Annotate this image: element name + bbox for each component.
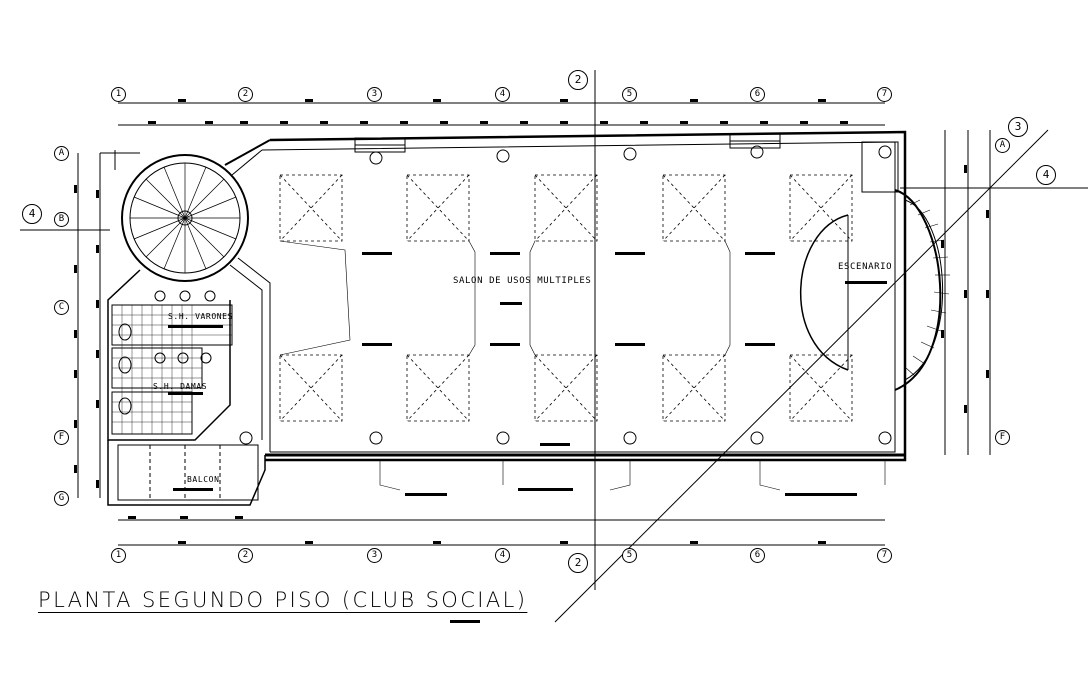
grid-col-3-bottom: 3 (367, 548, 382, 563)
grid-row-a-left: A (54, 146, 69, 161)
grid-col-2-bottom: 2 (238, 548, 253, 563)
grid-col-1-bottom: 1 (111, 548, 126, 563)
grid-col-5-bottom: 5 (622, 548, 637, 563)
grid-col-6-top: 6 (750, 87, 765, 102)
grid-col-1-top: 1 (111, 87, 126, 102)
room-label-salon: SALON DE USOS MULTIPLES (453, 276, 592, 286)
room-label-damas: S.H. DAMAS (153, 382, 208, 391)
grid-col-6-bottom: 6 (750, 548, 765, 563)
grid-row-g-left: G (54, 491, 69, 506)
grid-row-c-left: C (54, 300, 69, 315)
grid-col-2-top: 2 (238, 87, 253, 102)
grid-col-4-bottom: 4 (495, 548, 510, 563)
grid-col-4-top: 4 (495, 87, 510, 102)
grid-row-a-right: A (995, 138, 1010, 153)
grid-row-f-right: F (995, 430, 1010, 445)
section-marker-corner: 3 (1008, 117, 1028, 137)
room-label-escenario: ESCENARIO (838, 262, 893, 272)
grid-col-7-top: 7 (877, 87, 892, 102)
grid-col-7-bottom: 7 (877, 548, 892, 563)
grid-row-b-left: B (54, 212, 69, 227)
section-marker-bottom: 2 (568, 553, 588, 573)
room-label-varones: S.H. VARONES (168, 312, 233, 321)
grid-col-3-top: 3 (367, 87, 382, 102)
section-marker-top: 2 (568, 70, 588, 90)
room-label-balcon: BALCON (187, 475, 220, 484)
grid-row-f-left: F (54, 430, 69, 445)
section-marker-right: 4 (1036, 165, 1056, 185)
drawing-title: PLANTA SEGUNDO PISO (CLUB SOCIAL) (38, 588, 528, 612)
grid-col-5-top: 5 (622, 87, 637, 102)
section-marker-left: 4 (22, 204, 42, 224)
